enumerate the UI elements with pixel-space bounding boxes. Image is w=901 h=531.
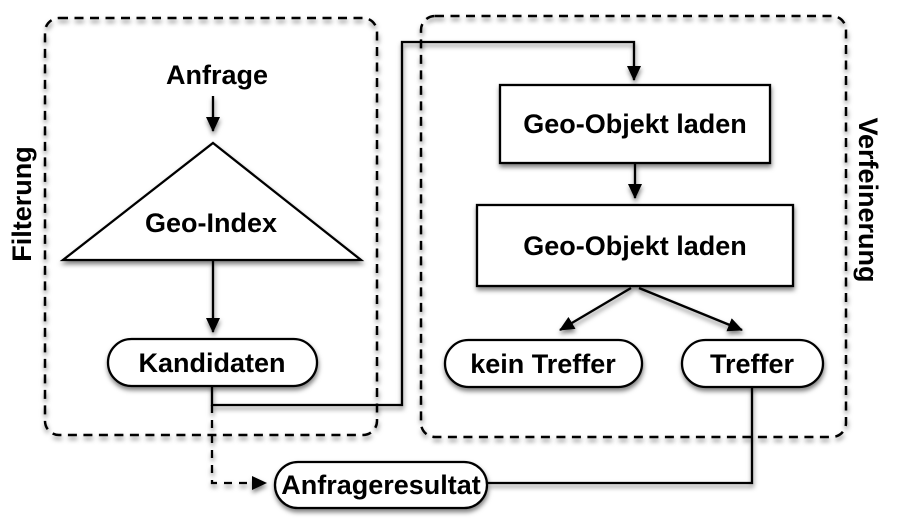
anfrageresultat-pill	[273, 460, 489, 510]
treffer-label: Treffer	[710, 349, 795, 379]
refinement-region-label: Verfeinerung	[853, 117, 883, 282]
anfrageresultat-label: Anfrageresultat	[281, 470, 481, 500]
load2-to-kein-treffer-arrow	[559, 287, 632, 331]
kein-treffer-pill	[443, 338, 644, 389]
treffer-to-result-connector	[488, 386, 754, 485]
kandidaten-pill	[106, 337, 319, 388]
anfrage-label: Anfrage	[166, 60, 268, 90]
kandidaten-to-result-dashed-arrow	[210, 405, 267, 490]
load-geo-object-1-label: Geo-Objekt laden	[523, 109, 747, 139]
treffer-pill	[680, 338, 825, 389]
refinement-region-box	[419, 14, 848, 439]
load-geo-object-1-box	[498, 83, 772, 165]
geo-index-triangle	[59, 141, 365, 262]
load-geo-object-2-label: Geo-Objekt laden	[523, 231, 747, 261]
kandidaten-to-load1-connector	[210, 40, 641, 407]
filtering-region-label: Filterung	[7, 146, 37, 262]
kandidaten-label: Kandidaten	[138, 348, 285, 378]
load2-to-treffer-arrow	[638, 286, 743, 332]
load-geo-object-2-box	[475, 203, 795, 288]
kein-treffer-label: kein Treffer	[470, 349, 616, 379]
geo-index-label: Geo-Index	[145, 208, 277, 238]
